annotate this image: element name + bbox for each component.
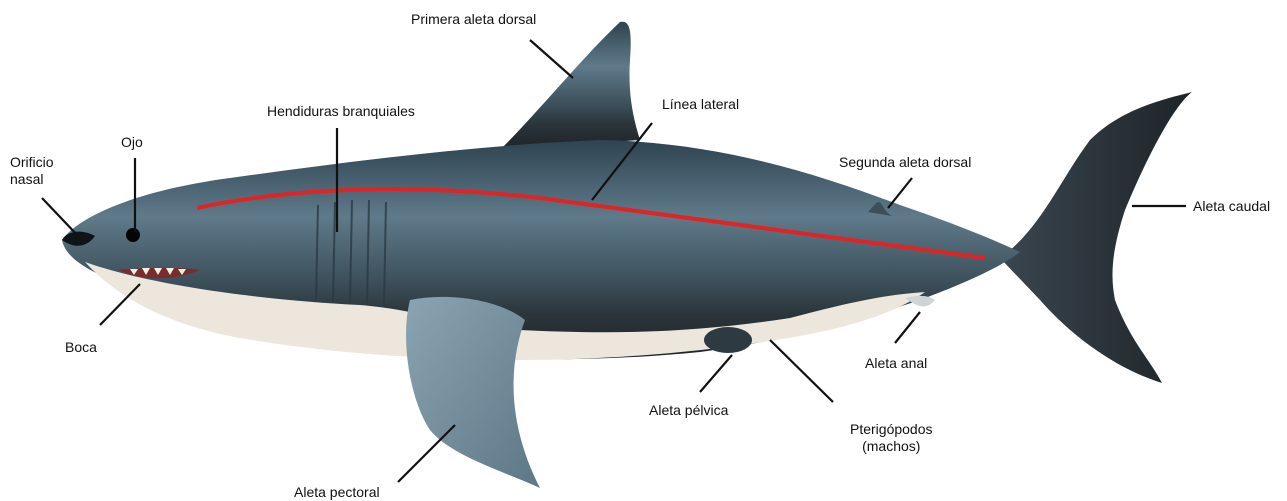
label-nostril-line2: nasal bbox=[10, 171, 54, 188]
pectoral-fin-shape bbox=[406, 297, 540, 488]
label-nostril: Orificio nasal bbox=[10, 154, 54, 188]
label-caudal-fin: Aleta caudal bbox=[1193, 198, 1270, 215]
leader-anal bbox=[895, 312, 920, 343]
label-claspers-line1: Pterigópodos bbox=[850, 421, 933, 438]
leader-nostril bbox=[42, 198, 80, 238]
pelvic-fin-shape bbox=[704, 327, 752, 353]
eye-shape bbox=[126, 228, 140, 242]
leader-second-dorsal bbox=[888, 178, 912, 208]
label-claspers-line2: (machos) bbox=[850, 438, 933, 455]
caudal-fin-shape bbox=[1000, 92, 1192, 383]
first-dorsal-fin-shape bbox=[500, 22, 640, 150]
label-anal-fin: Aleta anal bbox=[865, 355, 927, 372]
label-lateral-line: Línea lateral bbox=[662, 96, 739, 113]
label-first-dorsal-fin: Primera aleta dorsal bbox=[411, 11, 536, 28]
label-nostril-line1: Orificio bbox=[10, 154, 54, 171]
leader-pelvic bbox=[700, 355, 732, 392]
label-pectoral-fin: Aleta pectoral bbox=[294, 484, 380, 501]
label-second-dorsal-fin: Segunda aleta dorsal bbox=[839, 154, 971, 171]
label-pelvic-fin: Aleta pélvica bbox=[649, 402, 728, 419]
label-eye: Ojo bbox=[121, 134, 143, 151]
label-claspers: Pterigópodos (machos) bbox=[850, 421, 933, 455]
leader-first-dorsal bbox=[530, 40, 573, 78]
label-mouth: Boca bbox=[65, 339, 97, 356]
label-gill-slits: Hendiduras branquiales bbox=[267, 103, 415, 120]
leader-claspers bbox=[770, 340, 833, 402]
leader-pectoral bbox=[398, 425, 455, 482]
